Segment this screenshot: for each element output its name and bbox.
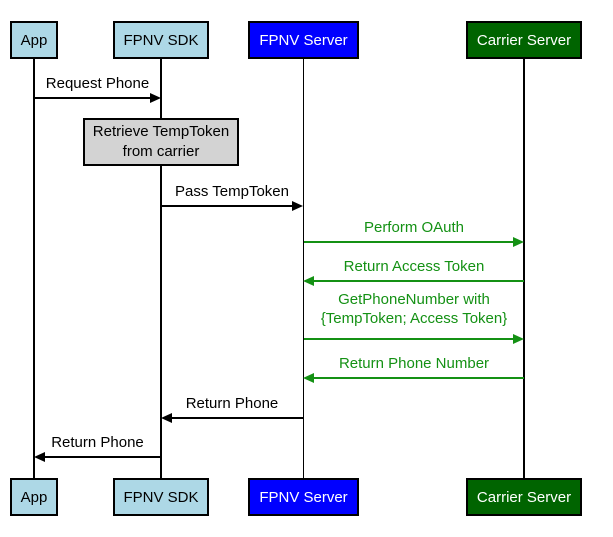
arrow-line	[313, 279, 524, 283]
note-retrieve-temptoken: Retrieve TempToken from carrier	[83, 118, 239, 166]
arrowhead	[513, 236, 524, 247]
note-text: Retrieve TempToken from carrier	[92, 123, 230, 160]
arrowhead	[150, 92, 161, 103]
actor-carrier-server-top: Carrier Server	[466, 21, 582, 59]
arrowhead	[303, 275, 314, 286]
arrow-line	[44, 455, 161, 459]
actor-fpnv-sdk-label: FPNV SDK	[123, 31, 199, 49]
actor-app-label: App	[20, 488, 48, 506]
arrow-line	[304, 337, 514, 341]
message-label-getphonenumber: GetPhoneNumber with {TempToken; Access T…	[320, 291, 508, 327]
actor-carrier-server-label: Carrier Server	[476, 31, 572, 49]
actor-fpnv-server-top: FPNV Server	[248, 21, 359, 59]
arrow-line	[171, 416, 303, 420]
message-label-request-phone: Request Phone	[45, 75, 150, 92]
actor-app-label: App	[20, 31, 48, 49]
actor-fpnv-server-bottom: FPNV Server	[248, 478, 359, 516]
arrowhead	[292, 200, 303, 211]
lifeline-app	[33, 59, 35, 478]
arrowhead	[161, 412, 172, 423]
arrow-line	[304, 240, 514, 244]
actor-fpnv-server-label: FPNV Server	[259, 488, 348, 506]
arrowhead	[34, 451, 45, 462]
actor-app-top: App	[10, 21, 58, 59]
arrowhead	[303, 372, 314, 383]
arrow-line	[161, 204, 293, 208]
actor-fpnv-sdk-top: FPNV SDK	[113, 21, 209, 59]
message-label-return-access-token: Return Access Token	[343, 258, 485, 275]
message-label-return-phone-app: Return Phone	[51, 434, 144, 451]
message-label-perform-oauth: Perform OAuth	[363, 219, 465, 236]
lifeline-fpnv-sdk	[160, 59, 162, 478]
actor-fpnv-sdk-bottom: FPNV SDK	[113, 478, 209, 516]
lifeline-carrier-server	[523, 59, 525, 478]
message-label-return-phone-number: Return Phone Number	[338, 355, 490, 372]
arrow-line	[313, 376, 524, 380]
message-label-pass-temptoken: Pass TempToken	[175, 183, 289, 200]
actor-fpnv-server-label: FPNV Server	[259, 31, 348, 49]
actor-app-bottom: App	[10, 478, 58, 516]
actor-fpnv-sdk-label: FPNV SDK	[123, 488, 199, 506]
actor-carrier-server-label: Carrier Server	[476, 488, 572, 506]
lifeline-fpnv-server	[302, 59, 305, 478]
message-label-return-phone-sdk: Return Phone	[185, 395, 279, 412]
actor-carrier-server-bottom: Carrier Server	[466, 478, 582, 516]
arrow-line	[34, 96, 151, 100]
arrowhead	[513, 333, 524, 344]
